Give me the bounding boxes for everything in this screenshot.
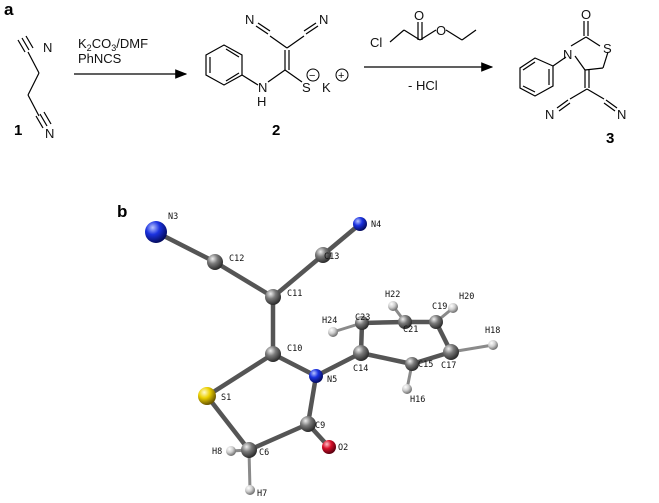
compound-1-structure: N N (17, 35, 54, 141)
atom-n-right: N (319, 12, 328, 27)
atom-label-s1: S1 (221, 393, 231, 403)
atom-label-n4: N4 (371, 220, 381, 230)
reagent-phncs: PhNCS (78, 51, 122, 66)
panel-label-b: b (117, 202, 127, 221)
atom-label-c12: C12 (229, 254, 244, 264)
atom-k: K (322, 80, 331, 95)
atom-label-c17: C17 (441, 361, 456, 371)
atom-label-h16: H16 (410, 395, 425, 405)
atom-n-left: N (245, 12, 254, 27)
atom-s1 (198, 387, 216, 405)
atom-label-c13: C13 (324, 252, 339, 262)
charge-plus: + (338, 70, 344, 82)
atom-label-n3: N3 (168, 212, 178, 222)
atom-h20 (448, 303, 458, 313)
atom-label-h22: H22 (385, 290, 400, 300)
atom-h7 (245, 485, 255, 495)
bond-c9-c6 (246, 421, 311, 453)
atom-label-c11: C11 (287, 289, 302, 299)
atom-c21 (398, 315, 412, 329)
atom-h8 (226, 446, 236, 456)
atom-cl: Cl (370, 35, 382, 50)
compound-number-2: 2 (272, 122, 280, 139)
atom-label-c14: C14 (353, 364, 368, 374)
bond-c15-c14 (358, 350, 415, 367)
atom-c14 (353, 345, 369, 361)
label-minus-hcl: - HCl (408, 78, 438, 93)
atom-n4 (353, 217, 367, 231)
atom-o2 (322, 440, 336, 454)
atom-n-top: N (43, 40, 52, 55)
atom-label-c9: C9 (315, 421, 325, 431)
reagent-k2co3-dmf: K2CO3/DMF (78, 36, 148, 53)
atom-n-cn-right: N (617, 107, 626, 122)
compound-number-1: 1 (14, 122, 22, 139)
bond-c23-c21 (359, 319, 408, 326)
crystal-atoms (145, 217, 498, 495)
atom-c19 (429, 315, 443, 329)
atom-label-h18: H18 (485, 326, 500, 336)
atom-c15 (405, 357, 419, 371)
atom-label-n5: N5 (327, 375, 337, 385)
atom-label-h20: H20 (459, 292, 474, 302)
panel-label-a: a (4, 0, 14, 19)
atom-o: O (581, 7, 591, 22)
atom-c11 (265, 289, 281, 305)
atom-s: S (302, 80, 311, 95)
atom-c23 (355, 316, 369, 330)
charge-minus-circle (306, 68, 320, 82)
bond-n5-c14 (313, 350, 364, 379)
atom-label-o2: O2 (338, 443, 348, 453)
atom-c9 (300, 416, 316, 432)
compound-3-structure: O S N N N (519, 7, 626, 122)
atom-label-c21: C21 (403, 325, 418, 335)
atom-n-ring: N (563, 47, 572, 62)
atom-label-c23: C23 (355, 313, 370, 323)
atom-label-h8: H8 (212, 447, 222, 457)
atom-nh-n: N (258, 80, 267, 95)
atom-h22 (388, 301, 398, 311)
atom-h18 (488, 340, 498, 350)
atom-label-c15: C15 (418, 360, 433, 370)
atom-c17 (443, 344, 459, 360)
atom-label-c10: C10 (287, 344, 302, 354)
atom-c6 (241, 442, 257, 458)
bond-c10-n5 (270, 351, 319, 379)
compound-number-3: 3 (606, 130, 614, 147)
atom-label-c6: C6 (259, 448, 269, 458)
atom-label-c19: C19 (432, 302, 447, 312)
atom-n5 (309, 369, 323, 383)
compound-2-structure: N N N H S − K + (205, 12, 349, 109)
charge-plus-circle (335, 68, 349, 82)
bond-n5-c9 (305, 373, 319, 427)
atom-n-cn-left: N (545, 107, 554, 122)
atom-o-ester: O (436, 23, 446, 38)
atom-c12 (207, 254, 223, 270)
atom-n-bottom: N (45, 126, 54, 141)
bond-c10-s1 (204, 351, 276, 399)
atom-s-ring: S (603, 41, 612, 56)
reagent-ethyl-chloroacetate: Cl O O (370, 8, 477, 50)
bond-c12-c11 (212, 259, 276, 300)
bond-c6-s1 (204, 393, 252, 453)
atom-nh-h: H (257, 94, 266, 109)
charge-minus: − (309, 70, 315, 82)
atom-h24 (328, 327, 338, 337)
bond-c11-c13 (270, 252, 326, 300)
atom-h16 (402, 384, 412, 394)
atom-c13 (315, 247, 331, 263)
atom-n3 (145, 221, 167, 243)
atom-c10 (265, 346, 281, 362)
atom-label-h7: H7 (257, 489, 267, 499)
bond-c13-n4 (320, 221, 363, 258)
atom-label-h24: H24 (322, 316, 337, 326)
bond-n3-c12 (153, 229, 218, 265)
atom-o-carbonyl: O (414, 8, 424, 23)
